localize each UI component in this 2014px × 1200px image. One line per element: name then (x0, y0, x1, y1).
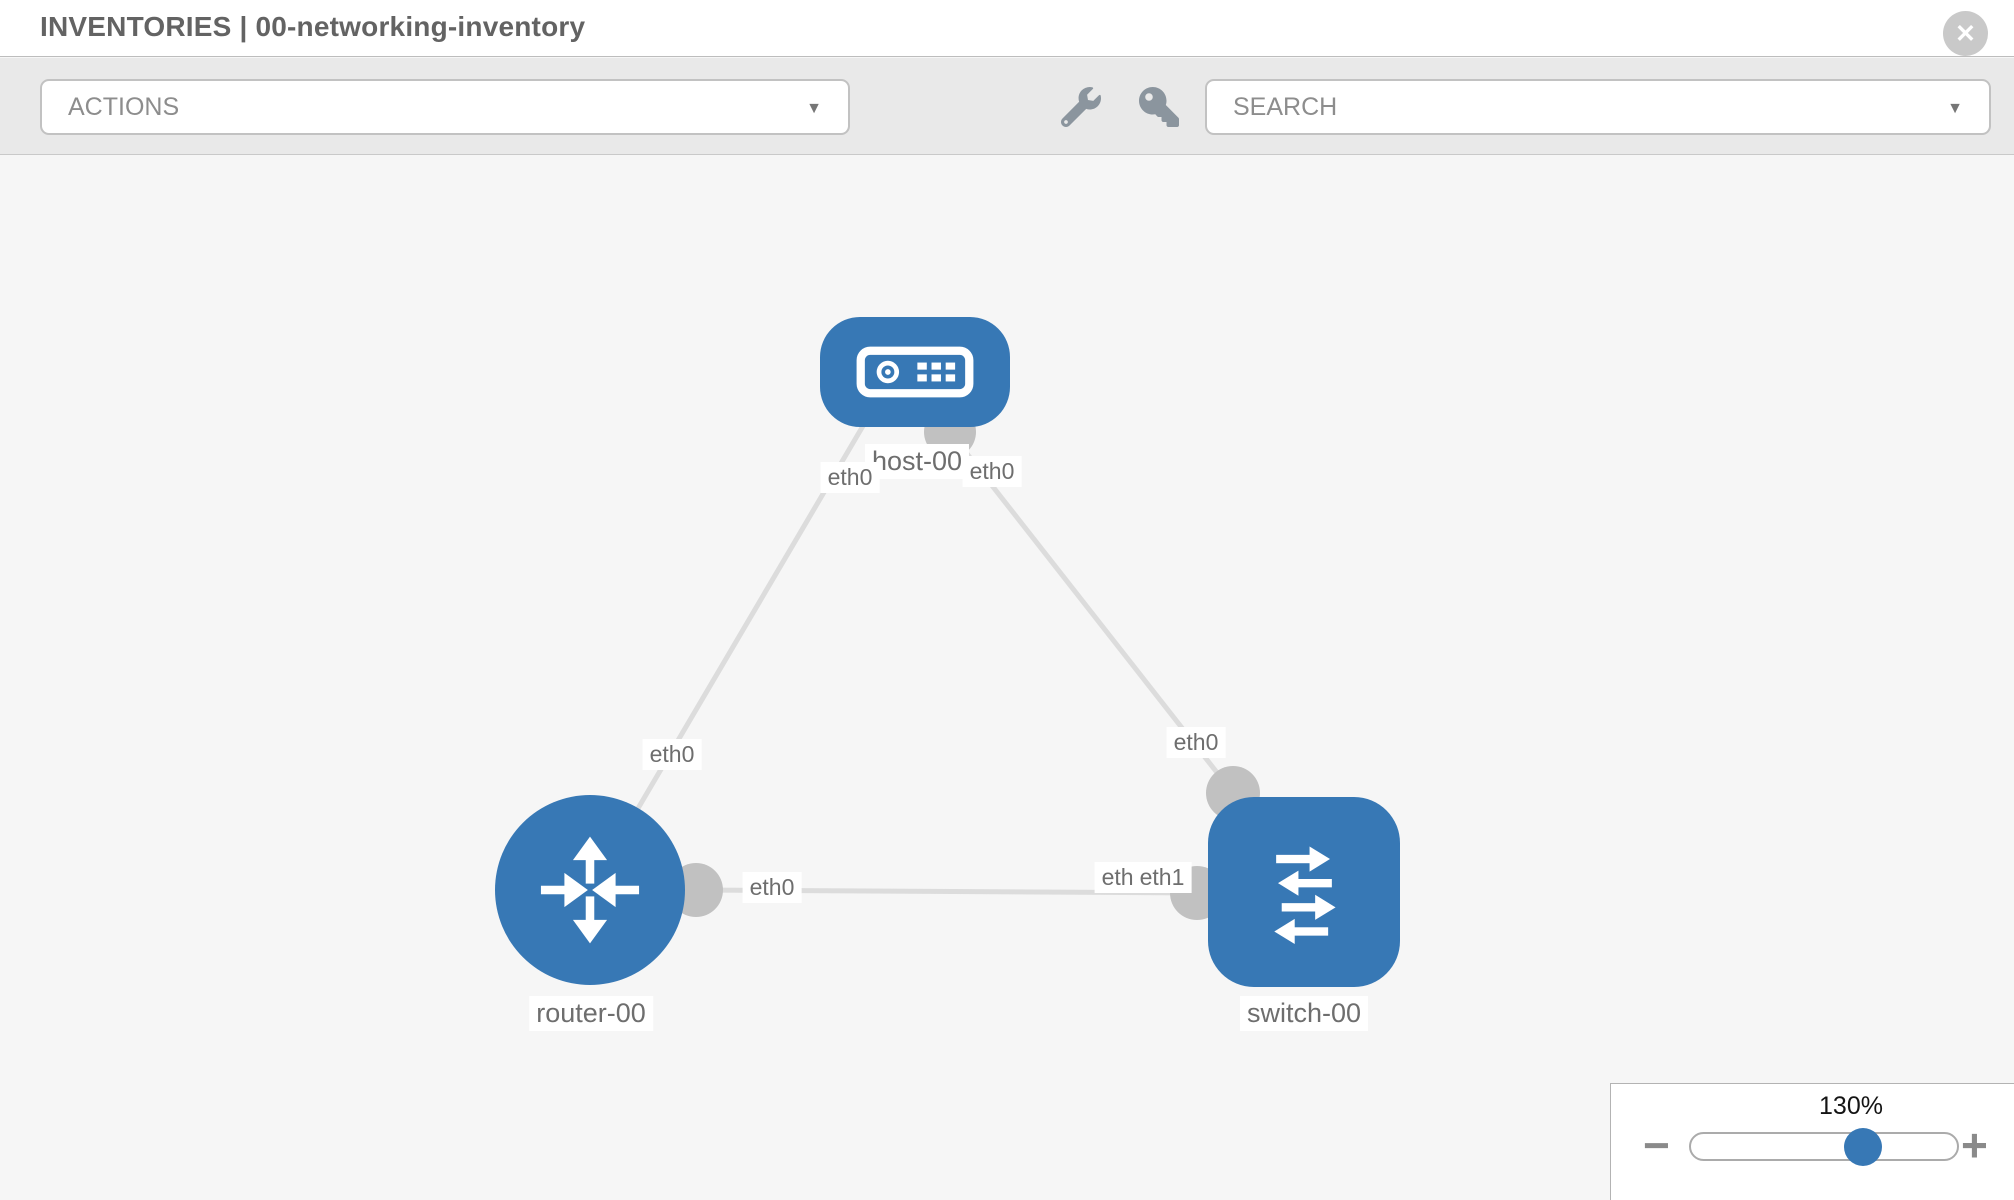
node-switch-00[interactable] (1208, 797, 1400, 987)
iface-label-router-host: eth0 (642, 739, 702, 770)
zoom-level-value: 130% (1819, 1092, 1883, 1120)
iface-label-router-right: eth0 (742, 872, 802, 903)
close-button[interactable]: ✕ (1943, 11, 1988, 56)
switch-icon (1274, 846, 1336, 944)
zoom-in-button[interactable]: + (1961, 1119, 1988, 1171)
host-icon (856, 346, 974, 398)
wrench-icon (1061, 87, 1101, 127)
iface-label-host-right: eth0 (962, 456, 1022, 487)
chevron-down-icon: ▼ (1947, 100, 1963, 117)
node-label-switch: switch-00 (1239, 996, 1369, 1031)
iface-label-switch-eth1: eth1 (1132, 862, 1192, 893)
actions-dropdown[interactable]: ACTIONS ▼ (40, 79, 850, 135)
wrench-button[interactable] (1058, 84, 1104, 130)
search-dropdown-label: SEARCH (1233, 92, 1338, 121)
chevron-down-icon: ▼ (806, 100, 822, 117)
actions-dropdown-label: ACTIONS (68, 92, 180, 121)
zoom-slider-thumb[interactable] (1844, 1128, 1882, 1166)
header: INVENTORIES | 00-networking-inventory ✕ (0, 0, 2014, 57)
key-icon (1139, 87, 1179, 127)
search-dropdown[interactable]: SEARCH ▼ (1205, 79, 1991, 135)
close-icon: ✕ (1955, 19, 1976, 48)
iface-label-host-left: eth0 (820, 462, 880, 493)
page-title: INVENTORIES | 00-networking-inventory (40, 11, 586, 42)
key-button[interactable] (1136, 84, 1182, 130)
zoom-control-panel: 130% − + (1610, 1083, 2014, 1200)
topology-canvas[interactable]: host-00 router-00 switch-00 eth0 eth0 et… (0, 156, 2014, 1200)
iface-label-host-switch: eth0 (1166, 727, 1226, 758)
zoom-slider-track[interactable] (1689, 1132, 1959, 1161)
toolbar: ACTIONS ▼ SEARCH ▼ (0, 58, 2014, 155)
zoom-out-button[interactable]: − (1643, 1119, 1670, 1171)
topology-links-layer (587, 406, 1260, 920)
node-host-00[interactable] (820, 317, 1010, 427)
router-icon (540, 836, 640, 944)
node-label-host: host-00 (864, 444, 970, 479)
node-router-00[interactable] (495, 795, 685, 985)
node-label-router: router-00 (529, 996, 653, 1031)
